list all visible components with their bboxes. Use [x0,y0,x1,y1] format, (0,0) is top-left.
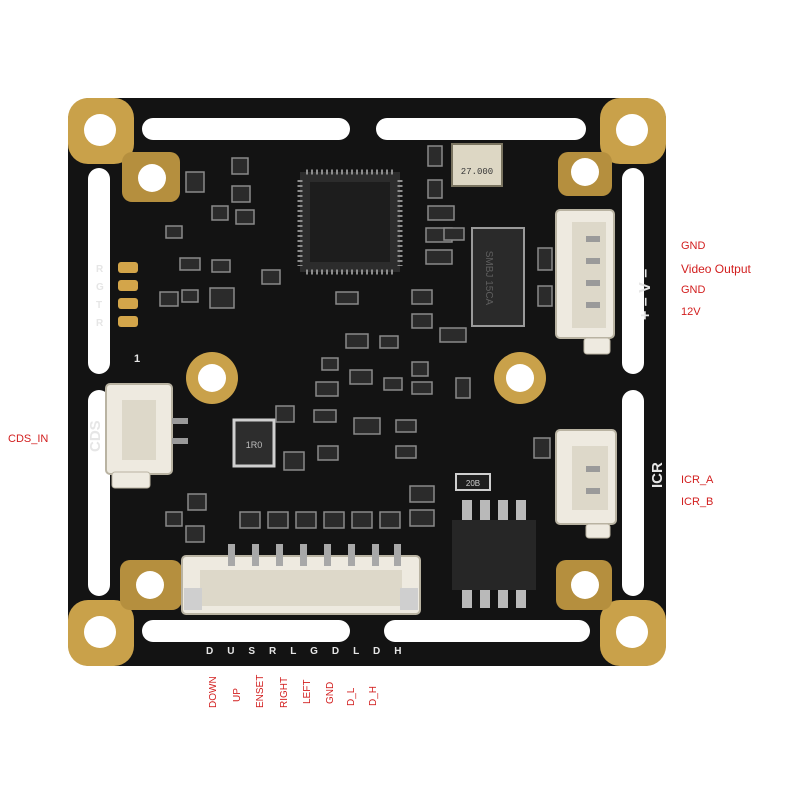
tvs-diode [471,227,525,327]
label-icr-a: ICR_A [681,474,714,486]
label-cds-in: CDS_IN [8,433,49,445]
icr-connector [555,429,617,539]
label-gnd-bottom: GND [325,681,336,704]
silk-pin-one: 1 [134,353,140,365]
label-right: RIGHT [279,676,290,708]
label-icr-b: ICR_B [681,496,714,508]
inductor-label: 1R0 [246,440,263,450]
cds-connector [105,383,188,489]
label-d-l: D_L [346,687,357,706]
label-gnd-second: GND [681,284,706,296]
tvs-label: SMBJ 15CA [483,251,494,306]
silkscreen-text: R G T R CDS ICR + – V – D U S R L G D L … [87,264,666,657]
center-mounting-holes [186,352,546,404]
uart-header-pins [118,262,138,327]
silk-bottom-pins: D U S R L G D L D H [206,646,407,657]
label-left: LEFT [302,679,313,704]
silk-power: + – V – [637,269,654,320]
pcb-board: 27.000 SMBJ 15CA 1R0 20B [68,98,666,666]
sop8-chip [452,500,536,608]
crystal-label: 27.000 [461,167,493,177]
label-down: DOWN [208,676,219,708]
label-up: UP [232,688,243,702]
smd-resistor [455,473,491,491]
label-video-output: Video Output [681,262,751,276]
silk-pin-r2: R [96,318,104,329]
silk-pin-g: G [96,282,104,293]
silk-pin-t: T [96,300,102,311]
label-d-h: D_H [368,685,379,706]
mounting-slots [88,118,644,642]
silk-icr: ICR [649,462,666,488]
inductor [232,418,276,468]
label-12v: 12V [681,306,701,318]
label-gnd-top: GND [681,240,706,252]
label-enset: ENSET [255,674,266,708]
power-video-connector [555,209,615,355]
silk-pin-r1: R [96,264,104,275]
button-connector [181,544,421,615]
crystal-oscillator [451,143,503,187]
silk-cds: CDS [87,420,104,452]
smd-components [159,145,553,543]
main-processor-chip [297,169,403,275]
resistor-label: 20B [466,479,480,488]
